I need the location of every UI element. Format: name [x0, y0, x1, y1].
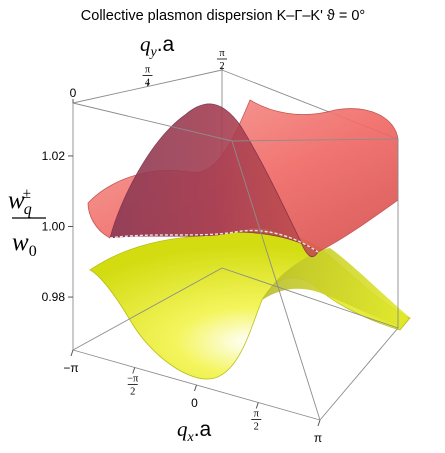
x-tick-1-denominator: 2	[130, 387, 135, 398]
y-tick-1-denominator: 4	[145, 78, 151, 89]
y-tick-1-numerator: π	[145, 65, 151, 76]
y-tick-2-denominator: 2	[219, 61, 224, 72]
x-tick-2: 0	[191, 384, 198, 410]
z-tick-0-text: 0.98	[42, 290, 66, 304]
lower-surface	[89, 229, 411, 380]
x-tick-1-numerator: −π	[127, 374, 139, 385]
x-tick-0-text: −π	[63, 361, 78, 375]
x-tick-1: −π 2	[127, 367, 139, 398]
z-tick-1-text: 1.00	[42, 220, 66, 234]
x-tick-4-text: π	[314, 431, 322, 445]
x-tick-3: π2	[251, 402, 262, 433]
z-axis-label: wq± w0	[8, 186, 46, 260]
y-tick-0: 0	[70, 86, 77, 103]
y-axis-label: qy.a	[140, 32, 175, 60]
z-axis-ticks: 0.98 1.00 1.02	[42, 149, 73, 304]
svg-text:w0: w0	[12, 229, 37, 260]
z-tick-2: 1.02	[42, 149, 73, 163]
x-tick-0: −π	[63, 349, 79, 375]
x-tick-4: π	[314, 419, 322, 445]
x-tick-2-text: 0	[191, 396, 198, 410]
y-tick-1: π4	[142, 65, 153, 89]
z-tick-0: 0.98	[42, 290, 73, 304]
x-axis-label: qx.a	[177, 417, 212, 445]
x-tick-3-denominator: 2	[254, 422, 259, 433]
y-tick-0-text: 0	[70, 86, 77, 100]
y-tick-2: π2	[217, 48, 227, 72]
x-tick-3-numerator: π	[254, 409, 260, 420]
box-front-edges	[72, 102, 399, 421]
y-tick-2-numerator: π	[219, 48, 225, 59]
chart-title: Collective plasmon dispersion K–Γ–K' ϑ =…	[81, 8, 365, 24]
z-tick-2-text: 1.02	[42, 149, 66, 163]
z-tick-1: 1.00	[42, 220, 73, 234]
svg-text:wq±: wq±	[8, 186, 32, 218]
